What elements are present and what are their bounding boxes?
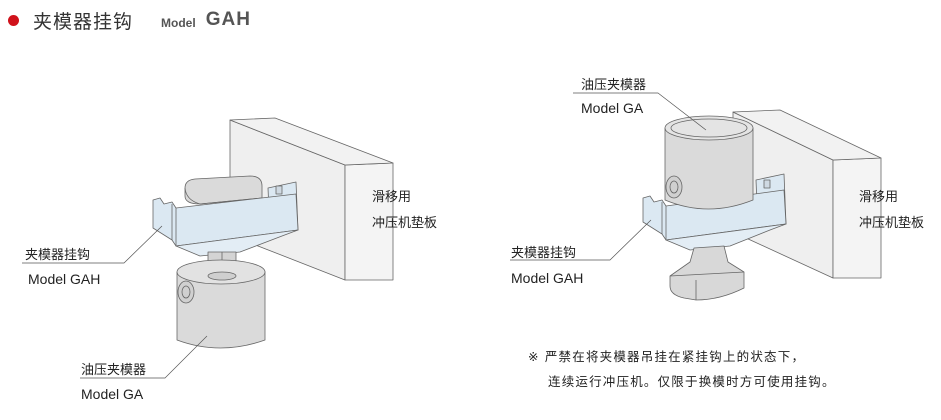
- right-clamp-label-cn: 油压夹模器: [581, 78, 647, 93]
- right-hook-label-en: Model GAH: [511, 270, 584, 286]
- model-code: GAH: [205, 9, 251, 30]
- right-hook-foot: [669, 245, 745, 301]
- right-leader-lines: [510, 92, 707, 261]
- warning-note-line1: ※ 严禁在将夹模器吊挂在紧挂钩上的状态下，: [528, 349, 806, 364]
- right-plate-label-line1: 滑移用: [859, 190, 899, 205]
- left-clamp-cylinder: [176, 259, 266, 349]
- section-title: 夹模器挂钩: [33, 10, 134, 33]
- left-plate-label-line1: 滑移用: [372, 190, 412, 205]
- model-label: Model: [161, 15, 196, 30]
- warning-note-line2: 连续运行冲压机。仅限于换模时方可使用挂钩。: [548, 374, 836, 389]
- left-hook-label-en: Model GAH: [28, 271, 101, 287]
- right-clamp-label-en: Model GA: [581, 100, 644, 116]
- left-clamp-label-cn: 油压夹模器: [81, 363, 147, 378]
- right-plate-label-line2: 冲压机垫板: [859, 216, 925, 231]
- right-clamp-cylinder: [664, 115, 754, 210]
- left-hook: [152, 175, 299, 257]
- left-clamp-label-en: Model GA: [81, 386, 144, 402]
- left-leader-lines: [22, 225, 208, 379]
- section-header: 夹模器挂钩 Model GAH: [8, 5, 251, 35]
- right-hook-label-cn: 夹模器挂钩: [511, 246, 577, 261]
- bullet-icon: [8, 14, 19, 26]
- right-hook: [642, 173, 787, 251]
- left-plate-label-line2: 冲压机垫板: [372, 216, 438, 231]
- left-hook-label-cn: 夹模器挂钩: [25, 248, 91, 263]
